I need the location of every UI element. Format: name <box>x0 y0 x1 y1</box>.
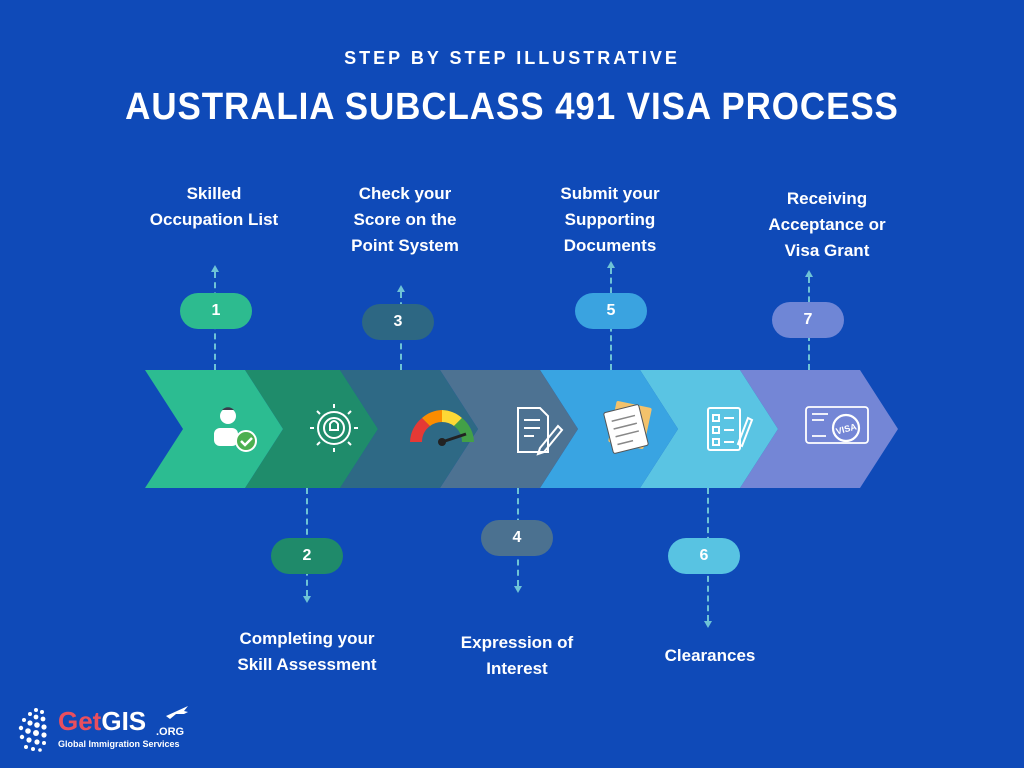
arrow-up-1 <box>211 265 219 272</box>
step-label-4: Expression of Interest <box>460 633 574 678</box>
step-number-6: 6 <box>668 538 740 574</box>
logo-wordmark: GetGIS <box>58 706 147 736</box>
arrow-down-6 <box>704 621 712 628</box>
page-title: AUSTRALIA SUBCLASS 491 VISA PROCESS <box>125 86 899 128</box>
chevron-step-1 <box>145 370 283 488</box>
step-label-7: Receiving Acceptance or Visa Grant <box>768 189 886 260</box>
step-label-2: Completing your Skill Assessment <box>237 629 377 674</box>
step-number-1: 1 <box>180 293 252 329</box>
arrow-up-3 <box>397 285 405 292</box>
step-number-4: 4 <box>481 520 553 556</box>
airplane-icon <box>166 706 188 719</box>
arrow-up-5 <box>607 261 615 268</box>
documents-stack-icon <box>603 401 652 454</box>
logo-org: .ORG <box>156 726 185 738</box>
chevron-step-4 <box>440 370 578 488</box>
logo-tagline: Global Immigration Services <box>58 739 180 749</box>
step-label-1: Skilled Occupation List <box>149 184 279 229</box>
getgis-logo: GetGIS .ORG Global Immigration Services <box>14 702 194 756</box>
step-number-7: 7 <box>772 302 844 338</box>
arrow-up-7 <box>805 270 813 277</box>
gear-lightbulb-icon <box>310 404 358 452</box>
arrow-down-2 <box>303 596 311 603</box>
speedometer-icon <box>410 410 474 446</box>
arrow-down-4 <box>514 586 522 593</box>
step-number-5: 5 <box>575 293 647 329</box>
globe-dots-icon <box>18 708 47 752</box>
step-number-3: 3 <box>362 304 434 340</box>
chevron-step-3 <box>340 370 478 488</box>
step-label-3: Check your Score on the Point System <box>351 184 459 255</box>
step-label-6: Clearances <box>664 646 756 665</box>
document-pen-icon <box>517 407 564 456</box>
checklist-icon <box>707 407 754 451</box>
user-check-icon <box>214 407 257 452</box>
step-label-5: Submit your Supporting Documents <box>560 184 660 255</box>
step-number-2: 2 <box>271 538 343 574</box>
page-subtitle: STEP BY STEP ILLUSTRATIVE <box>344 48 680 68</box>
chevron-step-7 <box>740 370 898 488</box>
